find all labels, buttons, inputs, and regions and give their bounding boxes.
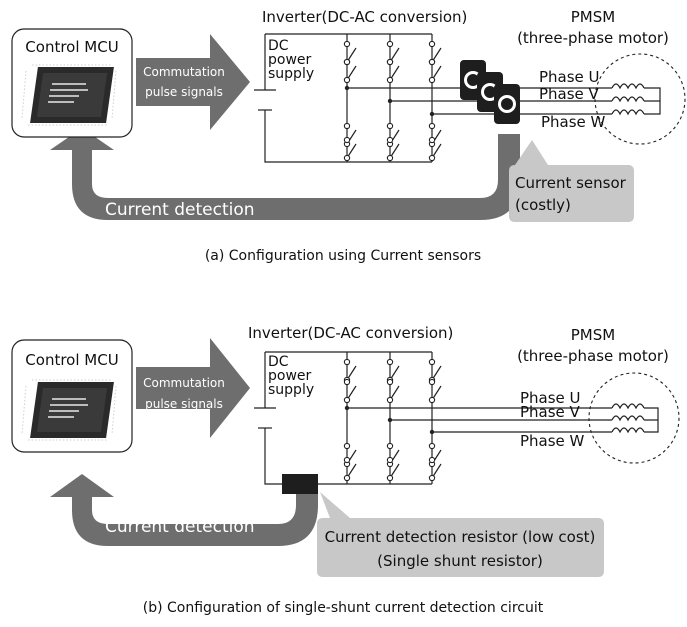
phase-w-label: Phase W: [541, 113, 606, 131]
motor-neutral: [644, 87, 661, 115]
resistor-callout: [317, 492, 604, 577]
motor-outline-b: [588, 372, 680, 464]
commutation-label-b-2: pulse signals: [145, 397, 223, 411]
feedback-label: Current detection: [105, 200, 255, 220]
resistor-callout-1: Current detection resistor (low cost): [325, 528, 596, 546]
sensor-callout-1: Current sensor: [515, 174, 627, 192]
dc-label-1: DC: [268, 38, 289, 54]
dc-label-b-2: power: [268, 368, 312, 384]
feedback-arrow-b: [50, 474, 318, 546]
motor-title-1: PMSM: [571, 8, 615, 26]
mcu-label-b: Control MCU: [25, 351, 118, 369]
inverter-circuit-b: [254, 351, 612, 485]
motor-title-b-1: PMSM: [571, 326, 615, 344]
caption-a: (a) Configuration using Current sensors: [205, 248, 481, 264]
mcu-label: Control MCU: [25, 38, 118, 56]
inverter-title: Inverter(DC-AC conversion): [262, 8, 467, 26]
commutation-label-1: Commutation: [143, 65, 225, 79]
current-sensors: [460, 60, 520, 124]
commutation-arrow-b: [136, 338, 250, 438]
motor-title-2: (three-phase motor): [517, 29, 669, 47]
panel-b: Current detection Control MCU Commutatio…: [11, 324, 680, 616]
dc-label-b-3: supply: [268, 382, 314, 398]
commutation-label-2: pulse signals: [145, 85, 223, 99]
dc-label-3: supply: [268, 66, 314, 82]
motor-coils-b: [611, 403, 645, 433]
feedback-label-b: Current detection: [105, 517, 255, 537]
caption-b: (b) Configuration of single-shunt curren…: [143, 600, 544, 616]
motor-neutral-b: [644, 407, 659, 433]
sensor-callout-2: (costly): [515, 196, 571, 214]
phase-u-label-b: Phase U: [520, 389, 581, 407]
commutation-arrow: [136, 34, 250, 130]
panel-a: Current detection Control MCU Commutatio…: [11, 8, 686, 264]
phase-w-label-b: Phase W: [520, 432, 585, 450]
resistor-callout-2: (Single shunt resistor): [377, 552, 543, 570]
motor-coils: [611, 83, 645, 115]
motor-title-b-2: (three-phase motor): [517, 347, 669, 365]
motor-outline: [594, 53, 686, 145]
sensor-callout: [509, 140, 634, 222]
phase-v-label: Phase V: [539, 85, 600, 103]
feedback-arrow: [50, 128, 520, 220]
shunt-resistor: [282, 474, 318, 494]
dc-label-b-1: DC: [268, 354, 289, 370]
phase-v-label-b: Phase V: [520, 403, 581, 421]
inverter-title-b: Inverter(DC-AC conversion): [248, 324, 453, 342]
dc-label-2: power: [268, 52, 312, 68]
inverter-circuit: [254, 33, 612, 163]
phase-u-label: Phase U: [539, 68, 600, 86]
commutation-label-b-1: Commutation: [143, 376, 225, 390]
